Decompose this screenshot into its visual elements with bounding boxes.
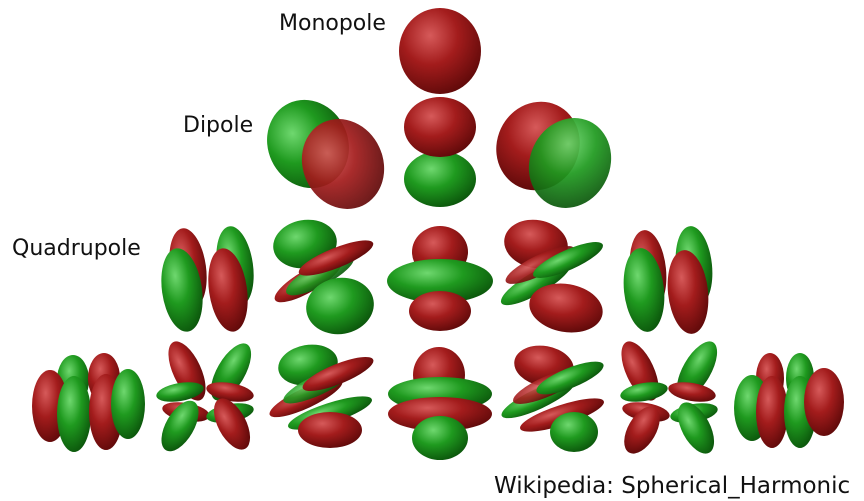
octupole-harmonic-4 bbox=[388, 347, 492, 460]
red-lobe bbox=[756, 376, 788, 448]
quadrupole-harmonic-1 bbox=[156, 224, 258, 334]
green-lobe bbox=[57, 376, 91, 452]
quadrupole-harmonic-4 bbox=[496, 215, 607, 338]
dipole-harmonic-2 bbox=[404, 97, 476, 207]
source-credit: Wikipedia: Spherical_Harmonic bbox=[494, 473, 850, 499]
red-lobe bbox=[804, 368, 844, 436]
octupole-harmonic-7 bbox=[734, 353, 844, 448]
octupole-harmonic-2 bbox=[154, 336, 259, 457]
dipole-harmonic-1 bbox=[253, 86, 399, 222]
quadrupole-harmonic-5 bbox=[620, 224, 716, 336]
octupole-harmonic-5 bbox=[498, 341, 608, 452]
dipole-label: Dipole bbox=[183, 113, 253, 138]
red-lobe bbox=[298, 412, 362, 448]
octupole-harmonic-1 bbox=[32, 353, 145, 452]
red-lobe bbox=[399, 8, 481, 94]
dipole-harmonic-3 bbox=[482, 88, 626, 222]
octupole-harmonic-3 bbox=[266, 340, 377, 448]
red-lobe bbox=[206, 393, 257, 456]
red-lobe bbox=[409, 291, 471, 331]
quadrupole-harmonic-2 bbox=[269, 215, 378, 340]
green-lobe bbox=[111, 369, 145, 439]
green-lobe bbox=[404, 151, 476, 207]
monopole-label: Monopole bbox=[279, 11, 386, 36]
quadrupole-label: Quadrupole bbox=[12, 236, 141, 261]
green-lobe bbox=[412, 416, 468, 460]
octupole-harmonic-6 bbox=[614, 335, 725, 459]
green-lobe bbox=[550, 412, 598, 452]
monopole-harmonic bbox=[399, 8, 481, 94]
quadrupole-harmonic-3 bbox=[387, 226, 493, 331]
red-lobe bbox=[404, 97, 476, 157]
